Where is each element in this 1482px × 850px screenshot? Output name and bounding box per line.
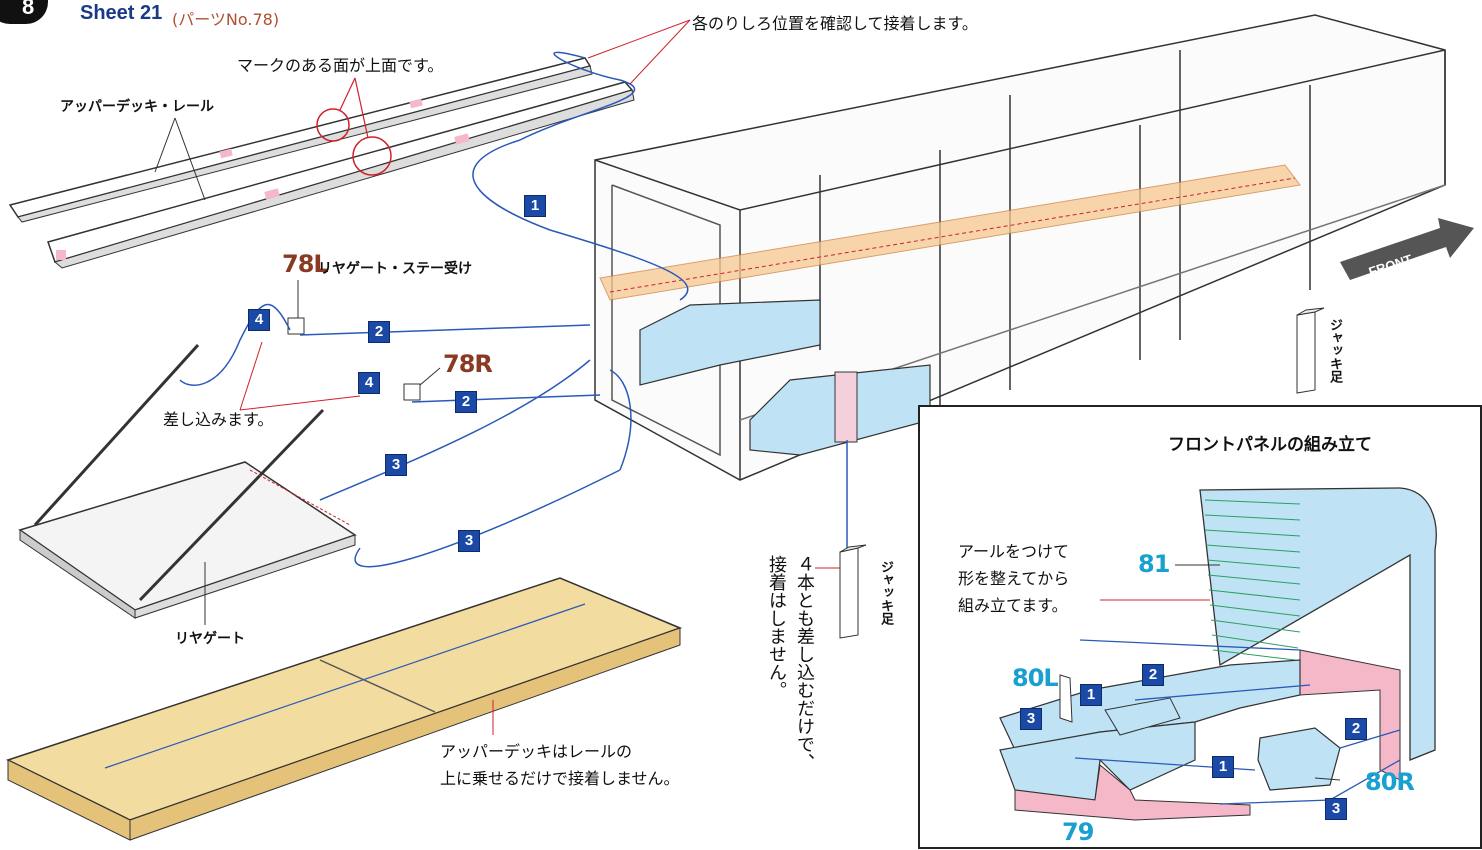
part-78L-label: 78L xyxy=(282,250,329,278)
front-panel-note-2: 形を整えてから xyxy=(958,569,1070,588)
fp-step-marker-1-a: 1 xyxy=(1080,684,1102,706)
front-panel-title: フロントパネルの組み立て xyxy=(1168,435,1372,455)
part-80R-label: 80R xyxy=(1365,768,1415,796)
step-header: 8 Sheet 21 (パーツNo.78) xyxy=(0,0,400,34)
part-78R-label: 78R xyxy=(443,350,493,378)
parts-note: (パーツNo.78) xyxy=(172,10,280,29)
fp-step-marker-2-b: 2 xyxy=(1345,718,1367,740)
jack-leg-right xyxy=(1296,307,1325,394)
bend-lines xyxy=(1204,499,1301,661)
jack-leg-label-center: ジャッキ足 xyxy=(878,560,893,625)
glue-note: 各のりしろ位置を確認して接着します。 xyxy=(692,14,978,33)
four-note: ４本とも差し込むだけで、 接着はしません。 xyxy=(762,555,818,845)
four-note-2: 接着はしません。 xyxy=(766,555,787,699)
front-panel-drawing xyxy=(999,487,1437,821)
upper-deck-note-1: アッパーデッキはレールの xyxy=(440,742,633,761)
part-78R-piece xyxy=(403,383,421,401)
front-arrow: FRONT xyxy=(1340,218,1474,280)
sheet-label: Sheet 21 xyxy=(80,2,163,24)
step-marker-2-b: 2 xyxy=(455,391,477,413)
step-marker-4-a: 4 xyxy=(248,309,270,331)
step-marker-3-b: 3 xyxy=(458,530,480,552)
jack-socket xyxy=(834,371,858,443)
fp-step-marker-1-b: 1 xyxy=(1212,756,1234,778)
step-marker-1: 1 xyxy=(524,195,546,217)
jack-leg-label-right: ジャッキ足 xyxy=(1327,318,1342,383)
upper-deck-plank xyxy=(6,577,683,841)
four-note-1: ４本とも差し込むだけで、 xyxy=(794,555,815,771)
front-panel-note-3: 組み立てます。 xyxy=(958,596,1068,615)
part-78L-piece xyxy=(287,317,305,335)
deck-support-highlight xyxy=(599,164,1301,301)
part-81-label: 81 xyxy=(1138,550,1170,578)
part-80L-label: 80L xyxy=(1012,664,1059,692)
step-marker-4-b: 4 xyxy=(358,372,380,394)
jack-leg-center xyxy=(839,544,867,639)
upper-deck-note-2: 上に乗せるだけで接着しません。 xyxy=(440,769,680,788)
front-panel-note-1: アールをつけて xyxy=(958,542,1070,561)
step-marker-3-a: 3 xyxy=(385,454,407,476)
step-marker-2-a: 2 xyxy=(368,321,390,343)
upper-rail-label: アッパーデッキ・レール xyxy=(60,99,214,115)
step-number: 8 xyxy=(22,0,35,19)
routing-lines xyxy=(179,51,848,568)
rear-gate xyxy=(18,343,357,619)
upper-rail-1 xyxy=(8,57,593,223)
stay-receiver-label: リヤゲート・ステー受け xyxy=(318,261,472,277)
tank-left xyxy=(639,299,821,386)
rear-gate-label: リヤゲート xyxy=(175,631,245,647)
insert-label: 差し込みます。 xyxy=(163,410,274,429)
upper-rail-2 xyxy=(47,81,635,269)
mark-note: マークのある面が上面です。 xyxy=(237,56,444,75)
fp-step-marker-3-a: 3 xyxy=(1020,708,1042,730)
part-79-label: 79 xyxy=(1062,818,1094,846)
fp-step-marker-2-a: 2 xyxy=(1142,664,1164,686)
fp-step-marker-3-b: 3 xyxy=(1325,798,1347,820)
